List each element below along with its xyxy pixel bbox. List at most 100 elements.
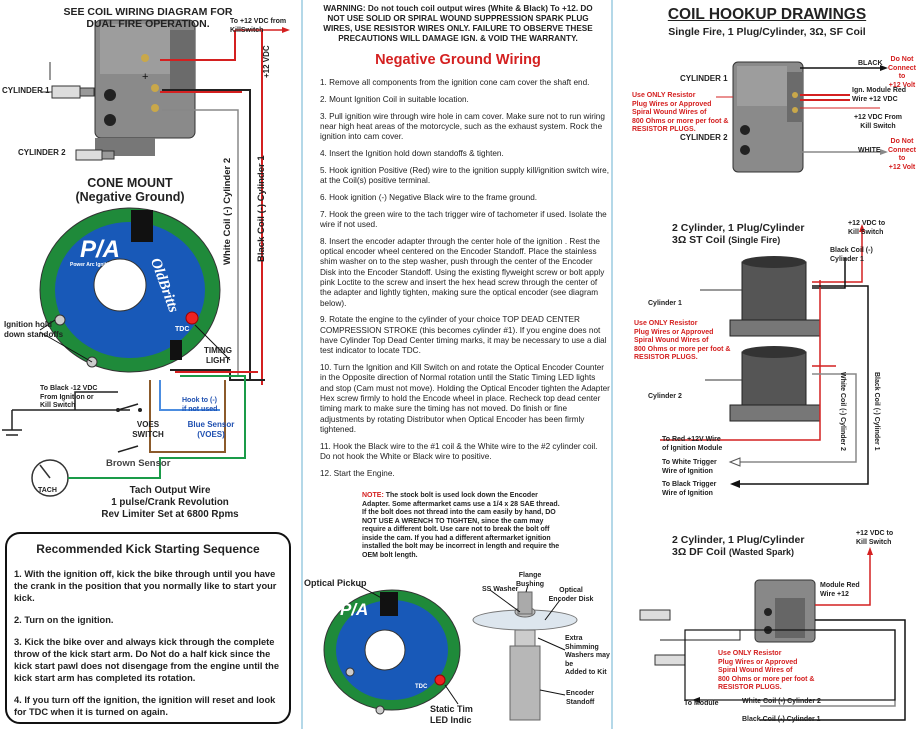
- st-title-sub: (Single Fire): [728, 235, 781, 245]
- blue-sensor-line1: Blue Sensor: [187, 420, 235, 429]
- to-12v-label: To +12 VDC from KillSwitch: [230, 18, 300, 35]
- extra-shim-label: Extra Shimming Washers may be Added to K…: [565, 635, 611, 678]
- optical-disk-line1: Optical: [559, 587, 583, 594]
- resistor-mid-line3: Spiral Wound Wires of: [634, 337, 709, 344]
- df-black-cyl1-label: Black Coil (-) Cylinder 1: [742, 716, 821, 723]
- plus12-to-line2: Kill Switch: [848, 228, 884, 236]
- to-red-line1: To Red +12V Wire: [662, 436, 721, 443]
- do-not-connect-bottom: Do Not Connect to +12 Volt: [884, 138, 920, 172]
- left-cylinder-1-label: CYLINDER 1: [2, 86, 50, 95]
- df-white-cyl2-label: White Coil (-) Cylinder 2: [742, 698, 821, 705]
- svg-text:+: +: [142, 71, 148, 83]
- resistor-bot-line3: Spiral Wound Wires of: [718, 667, 793, 674]
- static-timing-line2: LED Indic: [430, 715, 472, 725]
- kick-step-2: 2. Turn on the ignition.: [14, 615, 114, 625]
- step-11: 11. Hook the Black wire to the #1 coil &…: [320, 441, 598, 461]
- hold-down-line1: Ignition hold: [4, 320, 52, 329]
- note-label: NOTE:: [362, 492, 384, 499]
- timing-light-label: TIMING LIGHT: [200, 346, 236, 366]
- resistor-mid-line4: 800 Ohms or more per foot &: [634, 345, 731, 353]
- do-not-connect-top: Do Not Connect to +12 Volt: [884, 56, 920, 90]
- black-coil-cyl1-label: Black Coil (-) Cylinder 1: [830, 247, 873, 264]
- extra-shim-line3: Added to Kit: [565, 669, 607, 676]
- st-cylinder-2-label: Cylinder 2: [648, 393, 682, 400]
- white-coil-vertical: White Coil (-) Cylinder 2: [222, 157, 233, 265]
- step-2: 2. Mount Ignition Coil in suitable locat…: [320, 94, 469, 104]
- left-title-line2: DUAL FIRE OPERATION.: [86, 18, 210, 30]
- optical-disk-label: Optical Encoder Disk: [540, 587, 602, 604]
- sf-coil-left: +: [94, 19, 196, 156]
- df-title-line1: 2 Cylinder, 1 Plug/Cylinder: [672, 534, 805, 546]
- right-cylinder-1-label: CYLINDER 1: [680, 74, 728, 83]
- encoder-assembly: [472, 584, 578, 721]
- brown-sensor-wire: [149, 380, 226, 453]
- voes-line1: VOES: [136, 420, 160, 429]
- optical-pickup-label: Optical Pickup: [304, 578, 367, 588]
- df-coil: [754, 579, 816, 643]
- resistor-bot-line1: Use ONLY Resistor: [718, 650, 782, 657]
- blue-sensor-line2: (VOES): [197, 430, 225, 439]
- black-coil-line2: Cylinder 1: [830, 255, 864, 263]
- black-coil-line1: Black Coil (-): [830, 247, 873, 254]
- right-cylinder-2-label: CYLINDER 2: [680, 133, 728, 142]
- kick-step-3: 3. Kick the bike over and always kick th…: [14, 637, 280, 683]
- step-12: 12. Start the Engine.: [320, 468, 395, 478]
- to-black-line1: To Black -12 VDC: [40, 385, 98, 392]
- encoder-standoff-line2: Standoff: [566, 698, 595, 706]
- pia-logo-small: P/A: [340, 600, 369, 619]
- left-tdc-label: TDC: [175, 326, 190, 333]
- coil-hookup-title: COIL HOOKUP DRAWINGS: [667, 6, 867, 23]
- step-10: 10. Turn the Ignition and Kill Switch on…: [320, 363, 610, 434]
- to-black-line3: Kill Switch: [40, 402, 76, 409]
- resistor-note-middle: Use ONLY Resistor Plug Wires or Approved…: [634, 320, 734, 363]
- resistor-note-top: Use ONLY Resistor Plug Wires or Approved…: [632, 92, 732, 135]
- timing-light-line1: TIMING: [204, 346, 232, 355]
- step-8: 8. Insert the encoder adapter through th…: [320, 236, 605, 308]
- to-12v-line2: KillSwitch: [230, 26, 264, 34]
- tach-output-line3: Rev Limiter Set at 6800 Rpms: [101, 509, 239, 520]
- plus12-kill-line2: Kill Switch: [860, 122, 896, 130]
- spark-plug-2: [75, 149, 115, 161]
- step-6: 6. Hook ignition (-) Negative Black wire…: [320, 192, 538, 202]
- left-cylinder-2-label: CYLINDER 2: [18, 148, 66, 157]
- module-red-label: Ign. Module Red Wire +12 VDC: [852, 87, 906, 104]
- to-white-line1: To White Trigger: [662, 459, 717, 466]
- resistor-mid-line5: RESISTOR PLUGS.: [634, 354, 698, 361]
- tach-label: TACH: [38, 487, 57, 494]
- resistor-bot-line2: Plug Wires or Approved: [718, 658, 798, 666]
- st-coil-top: [729, 256, 821, 337]
- module-red-line1: Ign. Module Red: [852, 87, 907, 94]
- ss-washer-label: SS Washer: [482, 586, 519, 593]
- static-timing-line1: Static Tim: [430, 704, 473, 714]
- to-black-trigger-label: To Black Trigger Wire of Ignition: [662, 481, 716, 498]
- do-not-bottom-line1: Do Not: [890, 138, 914, 145]
- st-black-vertical: Black Coil (-) Cylinder 1: [873, 372, 880, 451]
- df-plus12-line1: +12 VDC to: [856, 530, 894, 537]
- cone-mount-line2: (Negative Ground): [75, 190, 185, 204]
- spark-plug-1: [40, 62, 95, 99]
- do-not-top-line2: Connect to: [888, 64, 916, 81]
- kick-steps: 1. With the ignition off, kick the bike …: [14, 568, 284, 728]
- step-3: 3. Pull ignition wire through wire hole …: [320, 111, 605, 142]
- green-tach-wire: [170, 375, 246, 459]
- step-4: 4. Insert the Ignition hold down standof…: [320, 148, 504, 158]
- instruction-steps: 1. Remove all components from the igniti…: [320, 78, 610, 486]
- step-9: 9. Rotate the engine to the cylinder of …: [320, 315, 607, 356]
- to-black-line2: From Ignition or: [40, 393, 94, 401]
- cone-mount-title: CONE MOUNT (Negative Ground): [60, 176, 200, 204]
- plus12-kill-line1: +12 VDC From: [853, 114, 903, 121]
- step-5: 5. Hook ignition Positive (Red) wire to …: [320, 165, 609, 186]
- white-label: WHITE: [858, 147, 881, 154]
- brown-sensor-label: Brown Sensor: [106, 458, 171, 469]
- black-label: BLACK: [858, 60, 883, 67]
- plus12-to-kill-label: +12 VDC to Kill Switch: [848, 220, 885, 237]
- tach-output-line2: 1 pulse/Crank Revolution: [111, 497, 229, 508]
- resistor-top-line5: RESISTOR PLUGS.: [632, 126, 696, 133]
- plus12-kill-label: +12 VDC From Kill Switch: [850, 114, 906, 131]
- pia-logo: P/A: [80, 236, 121, 263]
- to-module-label: To Module: [684, 700, 719, 707]
- red-wire-top: [160, 30, 236, 61]
- step-7: 7. Hook the green wire to the tach trigg…: [320, 209, 607, 229]
- st-title-line2: 3Ω ST Coil: [672, 234, 726, 246]
